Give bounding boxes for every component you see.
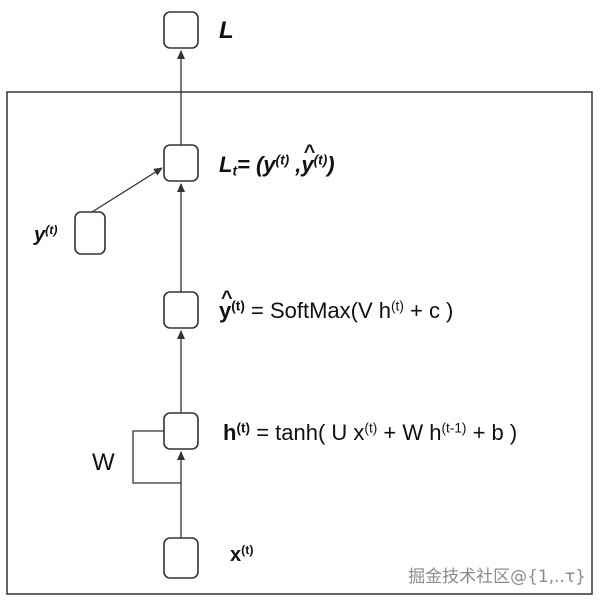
node-loss-total	[163, 11, 199, 49]
node-hidden	[163, 412, 199, 450]
loss-t-L: L	[219, 152, 233, 177]
softmax-rest: = SoftMax(V h	[244, 298, 391, 323]
x-input-x: x	[230, 544, 242, 566]
loss-t-comma: ,	[289, 152, 302, 177]
hidden-h: h	[223, 420, 237, 445]
loss-t-sup2: (t)	[313, 152, 328, 168]
y-target-y: y	[34, 224, 46, 246]
watermark: 掘金技术社区@{1,..τ}	[408, 567, 586, 587]
loss-t-yhat: y	[301, 141, 315, 178]
softmax-yhat: y	[219, 287, 233, 324]
hidden-label: h(t) = tanh( U x(t) + W h(t-1) + b )	[223, 420, 517, 446]
softmax-tail: + c )	[403, 298, 454, 323]
hidden-sup3: (t-1)	[441, 420, 467, 436]
loss-total-label: L	[219, 17, 234, 44]
node-loss-t	[163, 144, 199, 182]
loss-t-label: Lt= (y(t) ,y(t))	[219, 141, 335, 179]
x-input-label: x(t)	[230, 544, 254, 567]
node-y-target	[74, 211, 106, 255]
loss-t-sub: t	[232, 163, 237, 179]
softmax-sup2: (t)	[391, 298, 404, 314]
recurrent-loop-w	[132, 430, 181, 484]
y-target-label: y(t)	[34, 224, 58, 247]
node-x-input	[163, 537, 199, 579]
loss-t-close: )	[327, 152, 335, 177]
softmax-sup1: (t)	[231, 298, 245, 314]
hidden-sup1: (t)	[236, 420, 251, 436]
hidden-sup2: (t)	[364, 420, 378, 436]
hidden-tail: + b )	[466, 420, 518, 445]
hidden-mid: + W h	[377, 420, 442, 445]
x-input-sup: (t)	[241, 543, 254, 558]
softmax-label: y(t) = SoftMax(V h(t) + c )	[219, 287, 454, 324]
arrow-y-to-loss	[91, 167, 163, 213]
loss-t-rest: = (y	[237, 152, 276, 177]
hidden-rest: = tanh( U x	[250, 420, 365, 445]
y-target-sup: (t)	[45, 223, 58, 238]
w-loop-label: W	[92, 449, 115, 476]
loss-t-sup1: (t)	[275, 152, 290, 168]
node-y-hat	[163, 291, 199, 329]
outer-frame	[6, 91, 593, 595]
